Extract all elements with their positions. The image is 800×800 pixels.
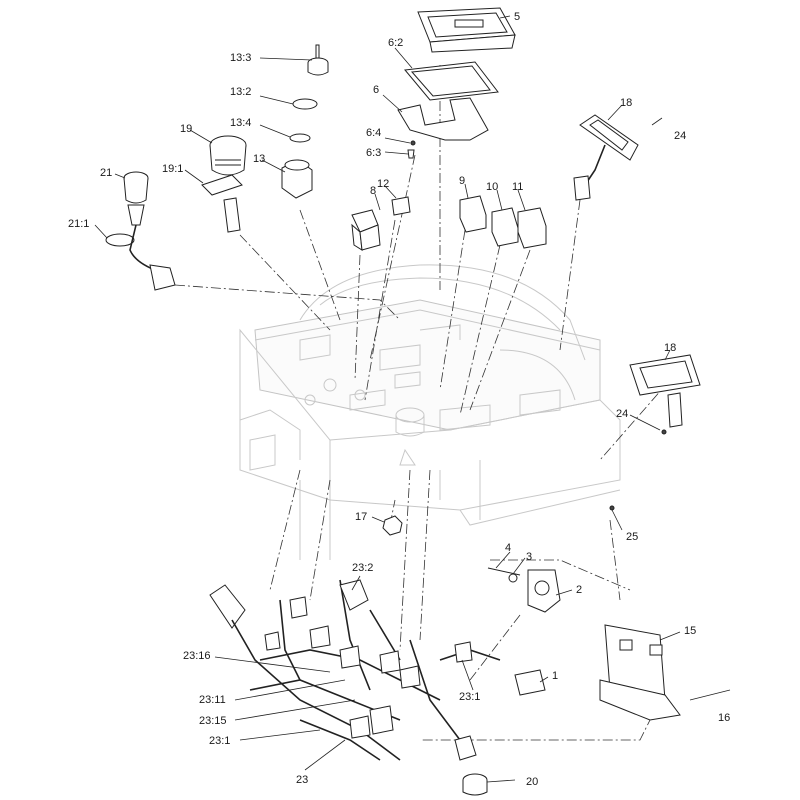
callout-18-upper: 18: [620, 97, 632, 109]
relay-1: [514, 669, 546, 696]
callout-13: 13: [253, 153, 265, 165]
sensor-20: [454, 735, 488, 796]
callout-18-lower: 18: [664, 342, 676, 354]
callout-24-lower: 24: [616, 408, 628, 420]
gasket-6-2: [404, 61, 499, 101]
callout-23-1-left: 23:1: [209, 735, 230, 747]
callout-23-11: 23:11: [199, 694, 226, 706]
callout-6-4: 6:4: [366, 127, 381, 139]
callout-21-1: 21:1: [68, 218, 89, 230]
light-18-upper: [573, 114, 663, 201]
callout-17: 17: [355, 511, 367, 523]
callout-1: 1: [552, 670, 558, 682]
bracket-6: [397, 97, 489, 141]
callout-13-4: 13:4: [230, 117, 251, 129]
callout-24-upper: 24: [674, 130, 686, 142]
screw-6-3: [407, 149, 415, 159]
ignition-switch-13: [281, 44, 329, 199]
callout-labels: 5 6:2 6 6:4 6:3 13:3 13:2 13:4 13 19 19:…: [68, 11, 730, 788]
knob-19: [201, 135, 247, 233]
leader-lines: [94, 15, 681, 783]
callout-25: 25: [626, 531, 638, 543]
controller-15: [599, 624, 731, 721]
callout-23-1-right: 23:1: [459, 691, 480, 703]
switch-10: [491, 207, 519, 247]
callout-4: 4: [505, 542, 511, 554]
callout-2: 2: [576, 584, 582, 596]
callout-6-3: 6:3: [366, 147, 381, 159]
callout-20: 20: [526, 776, 538, 788]
switch-11: [517, 207, 547, 249]
callout-13-3: 13:3: [230, 52, 251, 64]
frame-console: [239, 264, 621, 560]
switch-9: [459, 195, 487, 233]
callout-13-2: 13:2: [230, 86, 251, 98]
sensor-2: [487, 567, 561, 613]
screw-25: [609, 505, 615, 511]
wire-harness-23: [209, 579, 501, 761]
callout-23-2: 23:2: [352, 562, 373, 574]
callout-15: 15: [684, 625, 696, 637]
callout-21: 21: [100, 167, 112, 179]
callout-23: 23: [296, 774, 308, 786]
callout-9: 9: [459, 175, 465, 187]
switch-8: [351, 209, 381, 251]
switch-21: [105, 171, 176, 291]
callout-11: 11: [512, 181, 523, 193]
callout-23-15: 23:15: [199, 715, 227, 727]
callout-10: 10: [486, 181, 498, 193]
callout-6-2: 6:2: [388, 37, 403, 49]
callout-12: 12: [377, 178, 389, 190]
display-module-5: [417, 7, 516, 53]
callout-5: 5: [514, 11, 520, 23]
callout-23-16: 23:16: [183, 650, 211, 662]
callout-16: 16: [718, 712, 730, 724]
screw-6-4: [410, 140, 416, 146]
assembly-lines: [174, 65, 671, 741]
callout-19-1: 19:1: [162, 163, 183, 175]
callout-8: 8: [370, 185, 376, 197]
switch-12: [391, 196, 411, 216]
light-18-lower: [629, 354, 701, 435]
callout-3: 3: [526, 551, 532, 563]
nut-17: [382, 515, 403, 536]
callout-19: 19: [180, 123, 192, 135]
callout-6: 6: [373, 84, 379, 96]
